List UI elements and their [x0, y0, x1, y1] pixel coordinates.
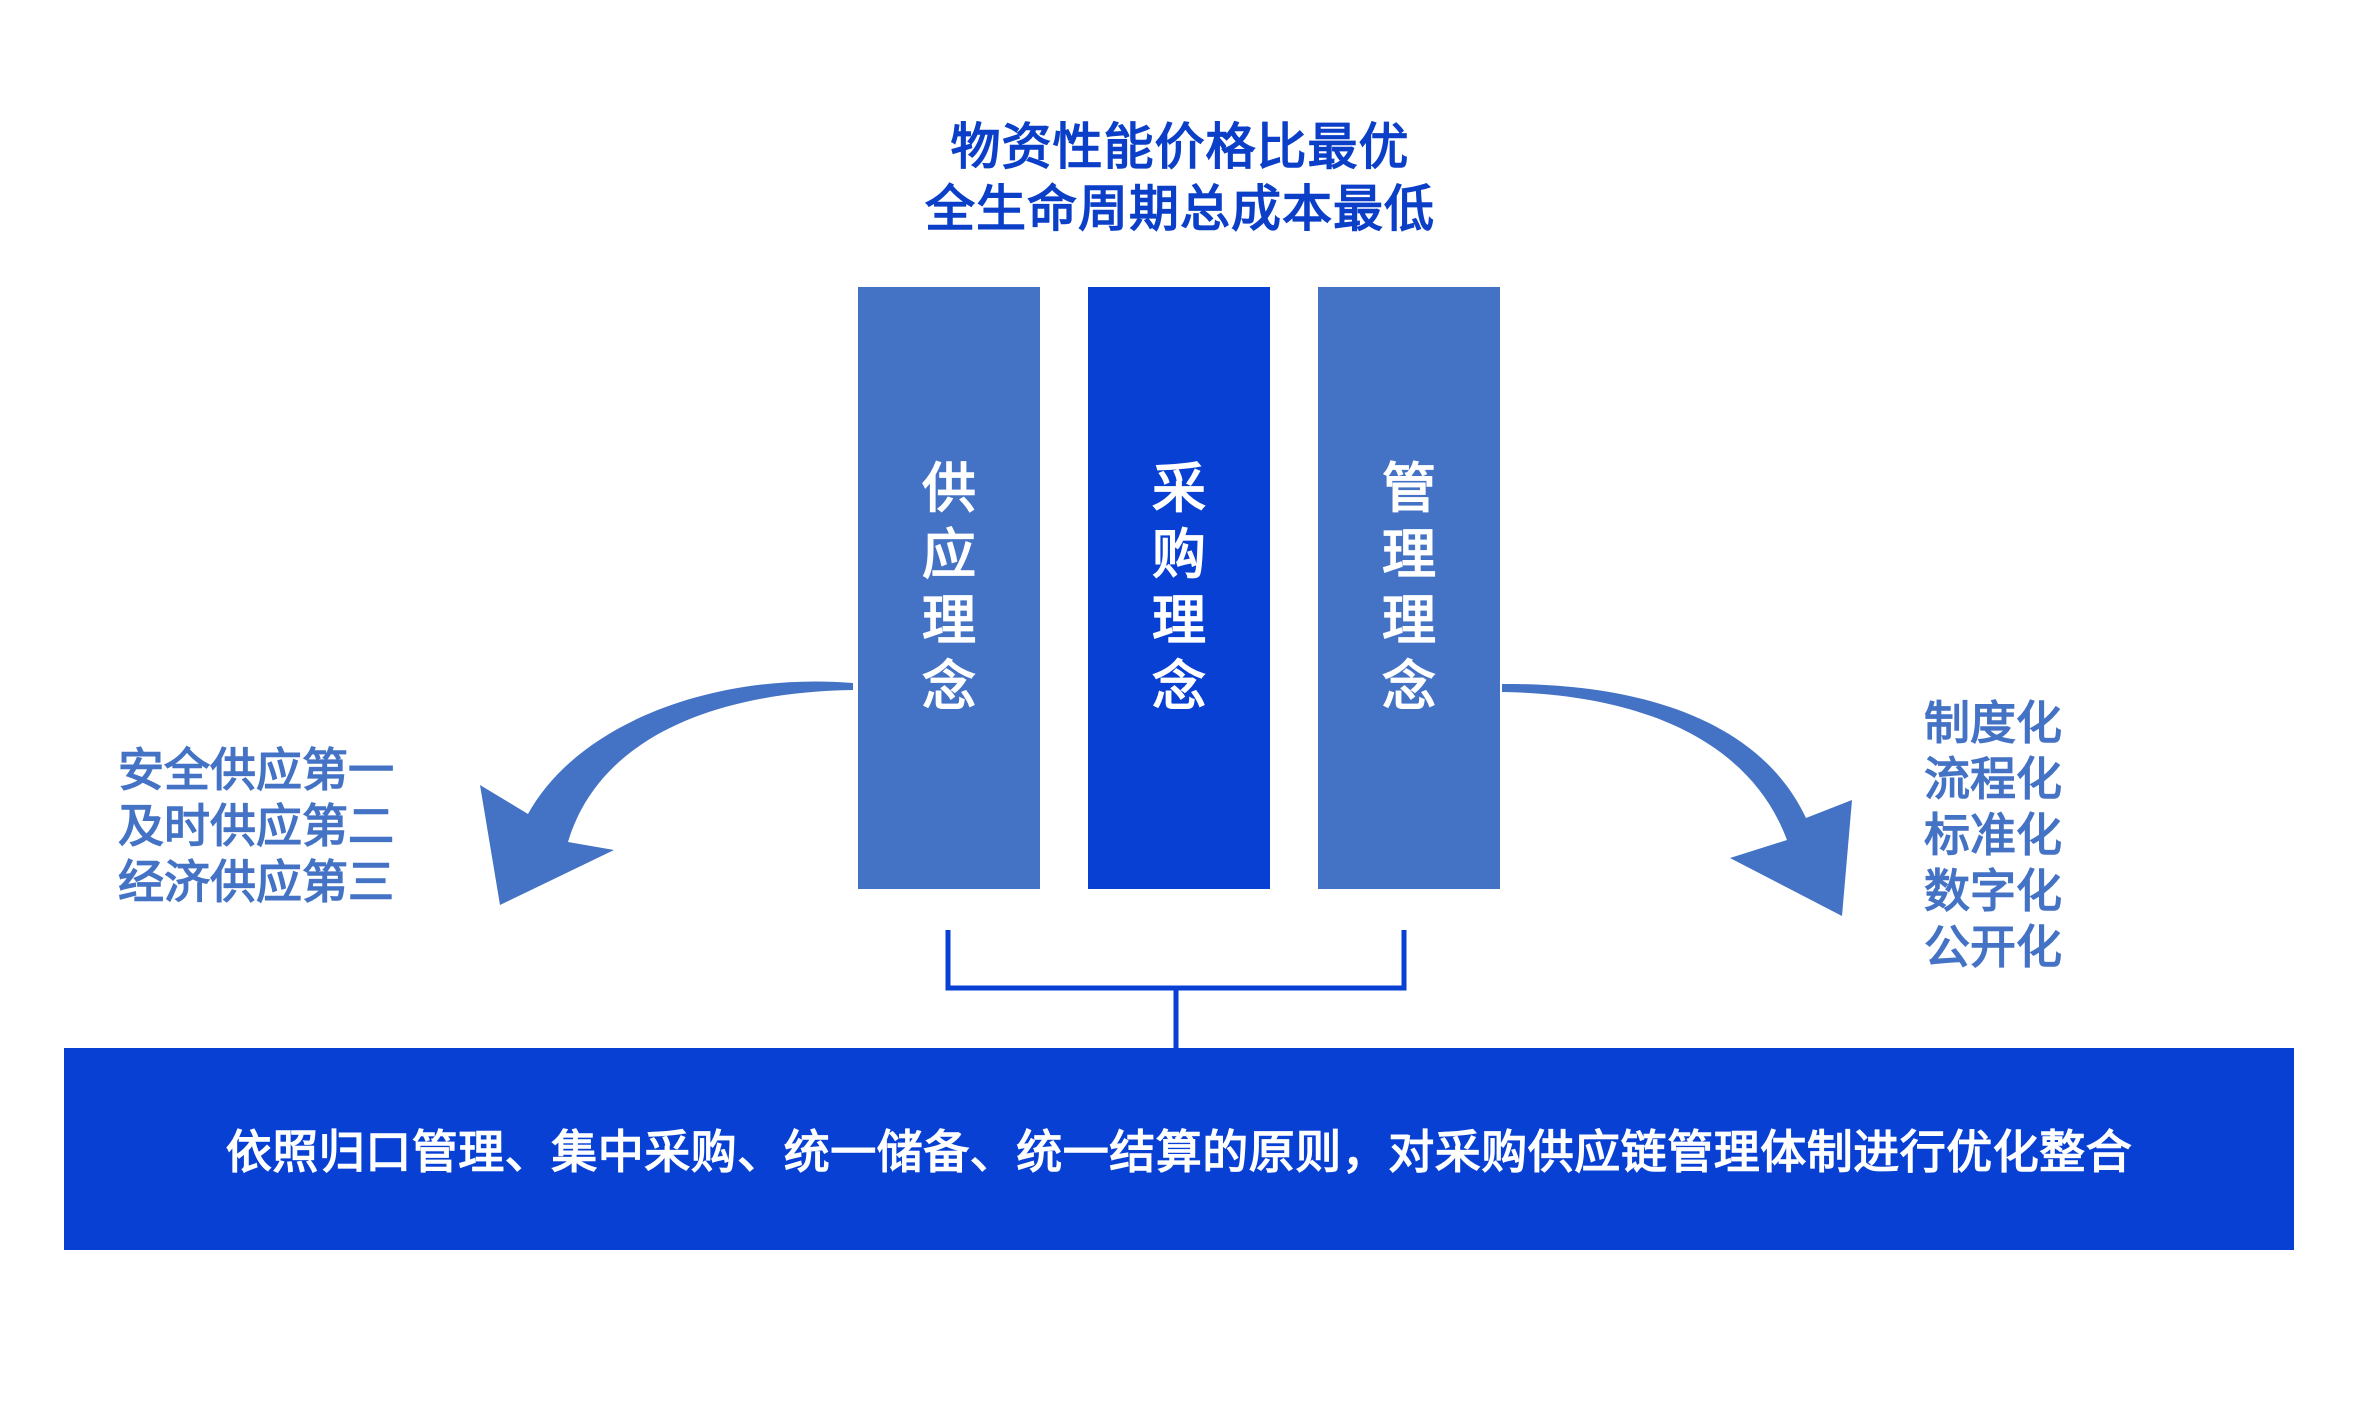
bracket-connector [945, 930, 1407, 1048]
pillar-management-label: 管理理念 [1382, 457, 1436, 718]
title-line-2: 全生命周期总成本最低 [925, 180, 1435, 238]
bottom-principle-band: 依照归口管理、集中采购、统一储备、统一结算的原则，对采购供应链管理体制进行优化整… [64, 1048, 2294, 1250]
pillar-procurement-concept: 采购理念 [1088, 287, 1270, 889]
pillar-supply-concept: 供应理念 [858, 287, 1040, 889]
right-list-item: 标准化 [1924, 808, 2062, 862]
left-list-item: 及时供应第二 [118, 799, 394, 853]
pillar-supply-label: 供应理念 [922, 457, 976, 718]
left-list: 安全供应第一 及时供应第二 经济供应第三 [118, 742, 394, 910]
title-line-1: 物资性能价格比最优 [950, 118, 1410, 176]
left-list-item: 经济供应第三 [118, 855, 394, 909]
pillar-procurement-label: 采购理念 [1152, 457, 1206, 718]
right-list-item: 流程化 [1924, 752, 2062, 806]
right-list-item: 制度化 [1924, 696, 2062, 750]
pillar-management-concept: 管理理念 [1318, 287, 1500, 889]
right-list-item: 公开化 [1924, 920, 2062, 974]
left-curved-arrow-icon [480, 681, 853, 905]
bottom-principle-text: 依照归口管理、集中采购、统一储备、统一结算的原则，对采购供应链管理体制进行优化整… [225, 1125, 2133, 1179]
right-list: 制度化 流程化 标准化 数字化 公开化 [1924, 695, 2062, 975]
left-list-item: 安全供应第一 [118, 743, 394, 797]
right-curved-arrow-icon [1502, 683, 1852, 916]
right-list-item: 数字化 [1924, 864, 2062, 918]
